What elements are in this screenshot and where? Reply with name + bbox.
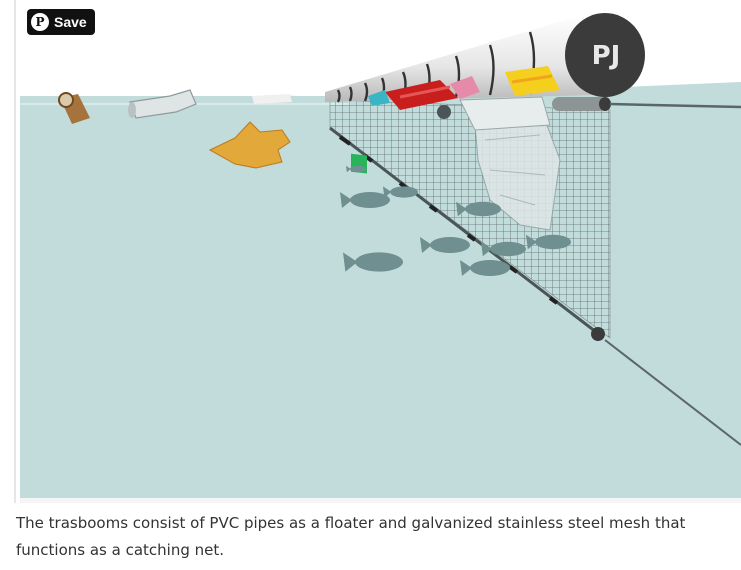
cable-weights	[338, 135, 559, 305]
fish-school	[340, 165, 571, 276]
lower-pipe-cap	[599, 97, 611, 111]
trashboom-illustration: PJ	[20, 0, 741, 503]
pinterest-icon: P	[31, 13, 49, 31]
net-float-ball	[437, 105, 451, 119]
fish	[460, 260, 510, 276]
pipe-end-cap	[565, 13, 645, 97]
anchor-line	[604, 339, 741, 446]
trapped-plastic-bag	[474, 119, 561, 231]
floating-plastic-bottle	[128, 89, 197, 119]
fish	[420, 237, 470, 253]
teal-plastic-scrap	[368, 90, 390, 106]
save-button[interactable]: P Save	[27, 9, 95, 35]
fish	[526, 234, 571, 250]
floating-plastic-sheet	[459, 96, 551, 131]
fish	[456, 201, 501, 217]
figure-caption: The trasbooms consist of PVC pipes as a …	[16, 514, 686, 559]
fish	[481, 241, 526, 257]
fish	[383, 186, 418, 198]
yellow-can	[505, 66, 560, 96]
save-button-label: Save	[54, 14, 87, 30]
figure-border	[14, 0, 16, 503]
yellow-plastic-bag	[208, 121, 291, 169]
red-plastic-bottle	[385, 80, 458, 110]
pink-plastic-scrap	[450, 76, 480, 99]
fish	[340, 192, 390, 208]
floating-tin-can	[58, 92, 90, 124]
pipe-logo: PJ	[592, 41, 621, 71]
floating-white-debris	[252, 94, 292, 104]
fish	[346, 165, 366, 173]
fish	[343, 252, 403, 272]
lower-pipe	[552, 97, 607, 111]
cable-end-cap	[591, 327, 605, 341]
mooring-rope	[609, 102, 741, 109]
illustration-canvas: PJ	[20, 13, 741, 503]
figure-bottom-edge	[20, 498, 741, 503]
